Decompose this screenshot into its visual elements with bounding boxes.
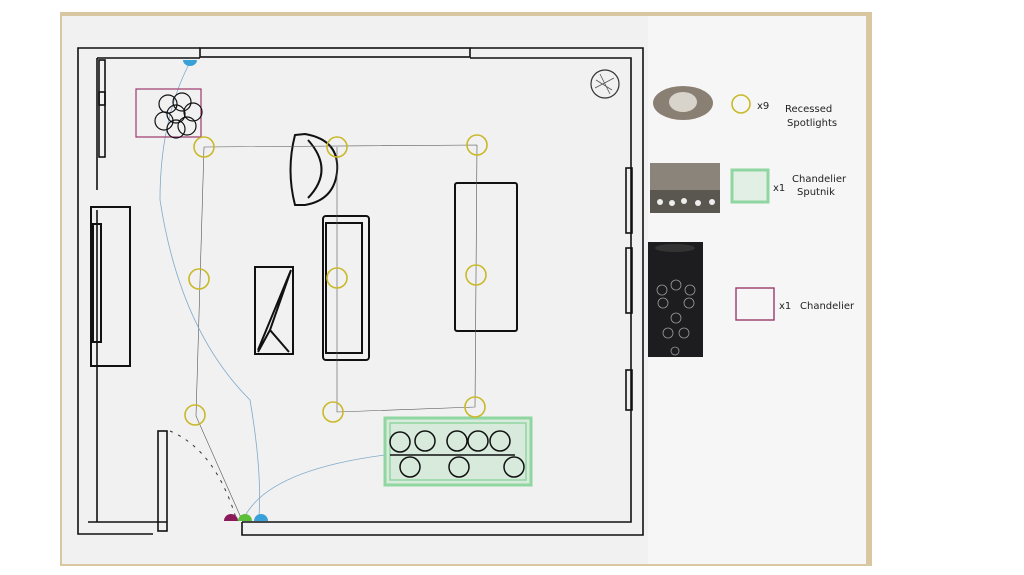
spotlight [326, 267, 348, 289]
chandelier-symbol [735, 287, 775, 321]
plant [590, 69, 620, 99]
sputnik-wire [244, 454, 386, 517]
window-left-2 [98, 91, 106, 158]
legend-label: Spotlights [787, 118, 837, 129]
switch-blue-top [183, 60, 197, 66]
window-left-1 [98, 59, 106, 106]
spotlight-wiring [195, 144, 478, 521]
spotlight-photo-lens [669, 92, 697, 112]
chandelier-photo-globes [656, 279, 696, 356]
fireplace-hearth [92, 223, 102, 343]
chandelier-photo [648, 242, 703, 357]
door-jamb [157, 430, 168, 532]
legend-label: Recessed [785, 104, 832, 115]
switch-blue [254, 514, 268, 521]
window-top [199, 47, 471, 58]
legend-count: x1 [779, 301, 791, 312]
switch-green [238, 514, 252, 521]
spotlight [322, 401, 344, 423]
legend-count: x9 [757, 101, 769, 112]
legend-item-sputnik: x1 Chandelier Sputnik [650, 163, 847, 213]
spotlight-symbol [731, 94, 751, 114]
coffee-table [254, 266, 294, 355]
sputnik-globes [389, 430, 525, 478]
sofa-seat [325, 222, 363, 354]
spotlight [184, 404, 206, 426]
dining-table [454, 182, 518, 332]
chandelier-wire [159, 61, 260, 517]
chandelier-marker [135, 88, 202, 138]
chandelier-photo-canopy [655, 244, 695, 252]
inner-wall [88, 57, 632, 523]
spotlight [465, 264, 487, 286]
coffee-table-pattern [257, 269, 292, 353]
legend-item-chandelier: x1 Chandelier [648, 242, 855, 357]
plant-leaves [594, 73, 615, 95]
floorplan-paper [62, 16, 650, 564]
outer-wall [77, 47, 644, 536]
floor-plan [77, 47, 644, 536]
legend-label: Sputnik [797, 187, 835, 198]
spotlight [326, 136, 348, 158]
window-right-3 [625, 369, 633, 411]
sputnik-marker-inner [389, 422, 527, 481]
legend-item-spotlights: x9 Recessed Spotlights [653, 86, 837, 129]
spotlight [464, 396, 486, 418]
legend-label: Chandelier [800, 301, 855, 312]
legend-label: Chandelier [792, 174, 847, 185]
switch-magenta [224, 514, 238, 521]
sputnik-photo-globes [657, 198, 715, 206]
legend: x9 Recessed Spotlights x1 Chandelier Spu… [648, 86, 855, 357]
sputnik-symbol [730, 168, 770, 204]
spotlight [466, 134, 488, 156]
legend-count: x1 [773, 183, 785, 194]
recessed-spotlights [184, 134, 488, 426]
armchair [289, 132, 339, 206]
window-right-2 [625, 247, 633, 314]
sofa [322, 215, 370, 361]
door-swing [169, 430, 237, 519]
armchair-back [307, 139, 323, 199]
spotlight [188, 268, 210, 290]
fireplace [90, 206, 131, 367]
spotlight [193, 136, 215, 158]
window-right-1 [625, 167, 633, 234]
chandelier-globes [154, 92, 203, 139]
